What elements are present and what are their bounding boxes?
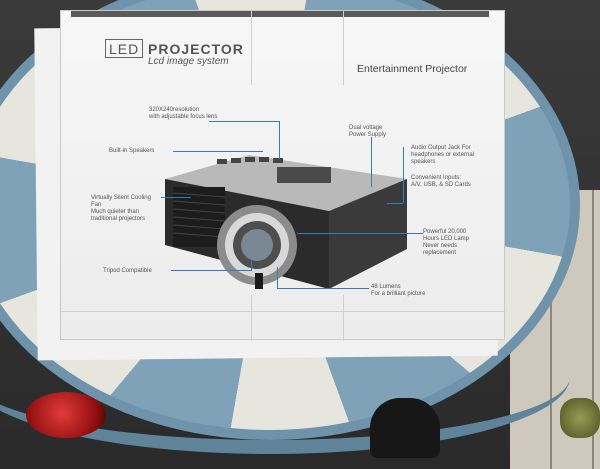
feature-inputs: Convenient Inputs: A/V, USB, & SD Cards xyxy=(411,175,471,188)
projector-foot xyxy=(255,273,263,289)
box-fold-line xyxy=(251,11,252,85)
callout-line xyxy=(387,203,403,204)
callout-line xyxy=(371,137,372,187)
feature-lumens: 48 Lumens For a brilliant picture xyxy=(371,284,426,297)
callout-line xyxy=(251,259,252,271)
box-fold-line xyxy=(251,295,252,341)
feature-silent-fan: Virtually Silent Cooling Fan Much quiete… xyxy=(91,195,151,222)
callout-line xyxy=(277,267,278,289)
callout-line xyxy=(279,121,280,159)
feature-lamp: Powerful 20,000 Hours LED Lamp Never nee… xyxy=(423,229,470,256)
top-panel xyxy=(277,167,331,183)
callout-line xyxy=(297,233,423,234)
black-shoe xyxy=(370,398,440,458)
feature-resolution: 320X240resolution with adjustable focus … xyxy=(149,107,218,120)
logo-projector: PROJECTOR xyxy=(148,41,244,57)
feature-speakers: Built-in Speakers xyxy=(109,148,155,154)
box-fold-line xyxy=(343,11,344,85)
callout-line xyxy=(209,121,279,122)
box-top-edge xyxy=(71,11,489,17)
box-fold-line xyxy=(343,295,344,341)
red-computer-mouse xyxy=(26,392,106,438)
feature-tripod: Tripod Compatible xyxy=(103,268,152,274)
projector-side xyxy=(329,179,407,289)
lens xyxy=(217,205,297,285)
callout-line xyxy=(171,270,251,271)
callout-line xyxy=(277,288,369,289)
callout-line xyxy=(173,151,263,152)
tagline: Entertainment Projector xyxy=(357,63,468,75)
control-buttons xyxy=(217,157,283,164)
box-fold-line xyxy=(61,311,506,312)
vent-grille xyxy=(172,187,226,247)
feature-voltage: Dual voltage Power Supply xyxy=(349,125,387,138)
logo-led: LED xyxy=(105,39,144,58)
plant xyxy=(560,398,600,438)
logo-subtitle: Lcd image system xyxy=(148,56,229,67)
feature-audio: Audio Output Jack For headphones or exte… xyxy=(411,145,475,165)
projector-box: LED PROJECTOR Lcd image system Entertain… xyxy=(60,10,506,341)
callout-line xyxy=(403,147,404,203)
callout-line xyxy=(161,197,191,198)
projector-illustration xyxy=(165,155,407,289)
